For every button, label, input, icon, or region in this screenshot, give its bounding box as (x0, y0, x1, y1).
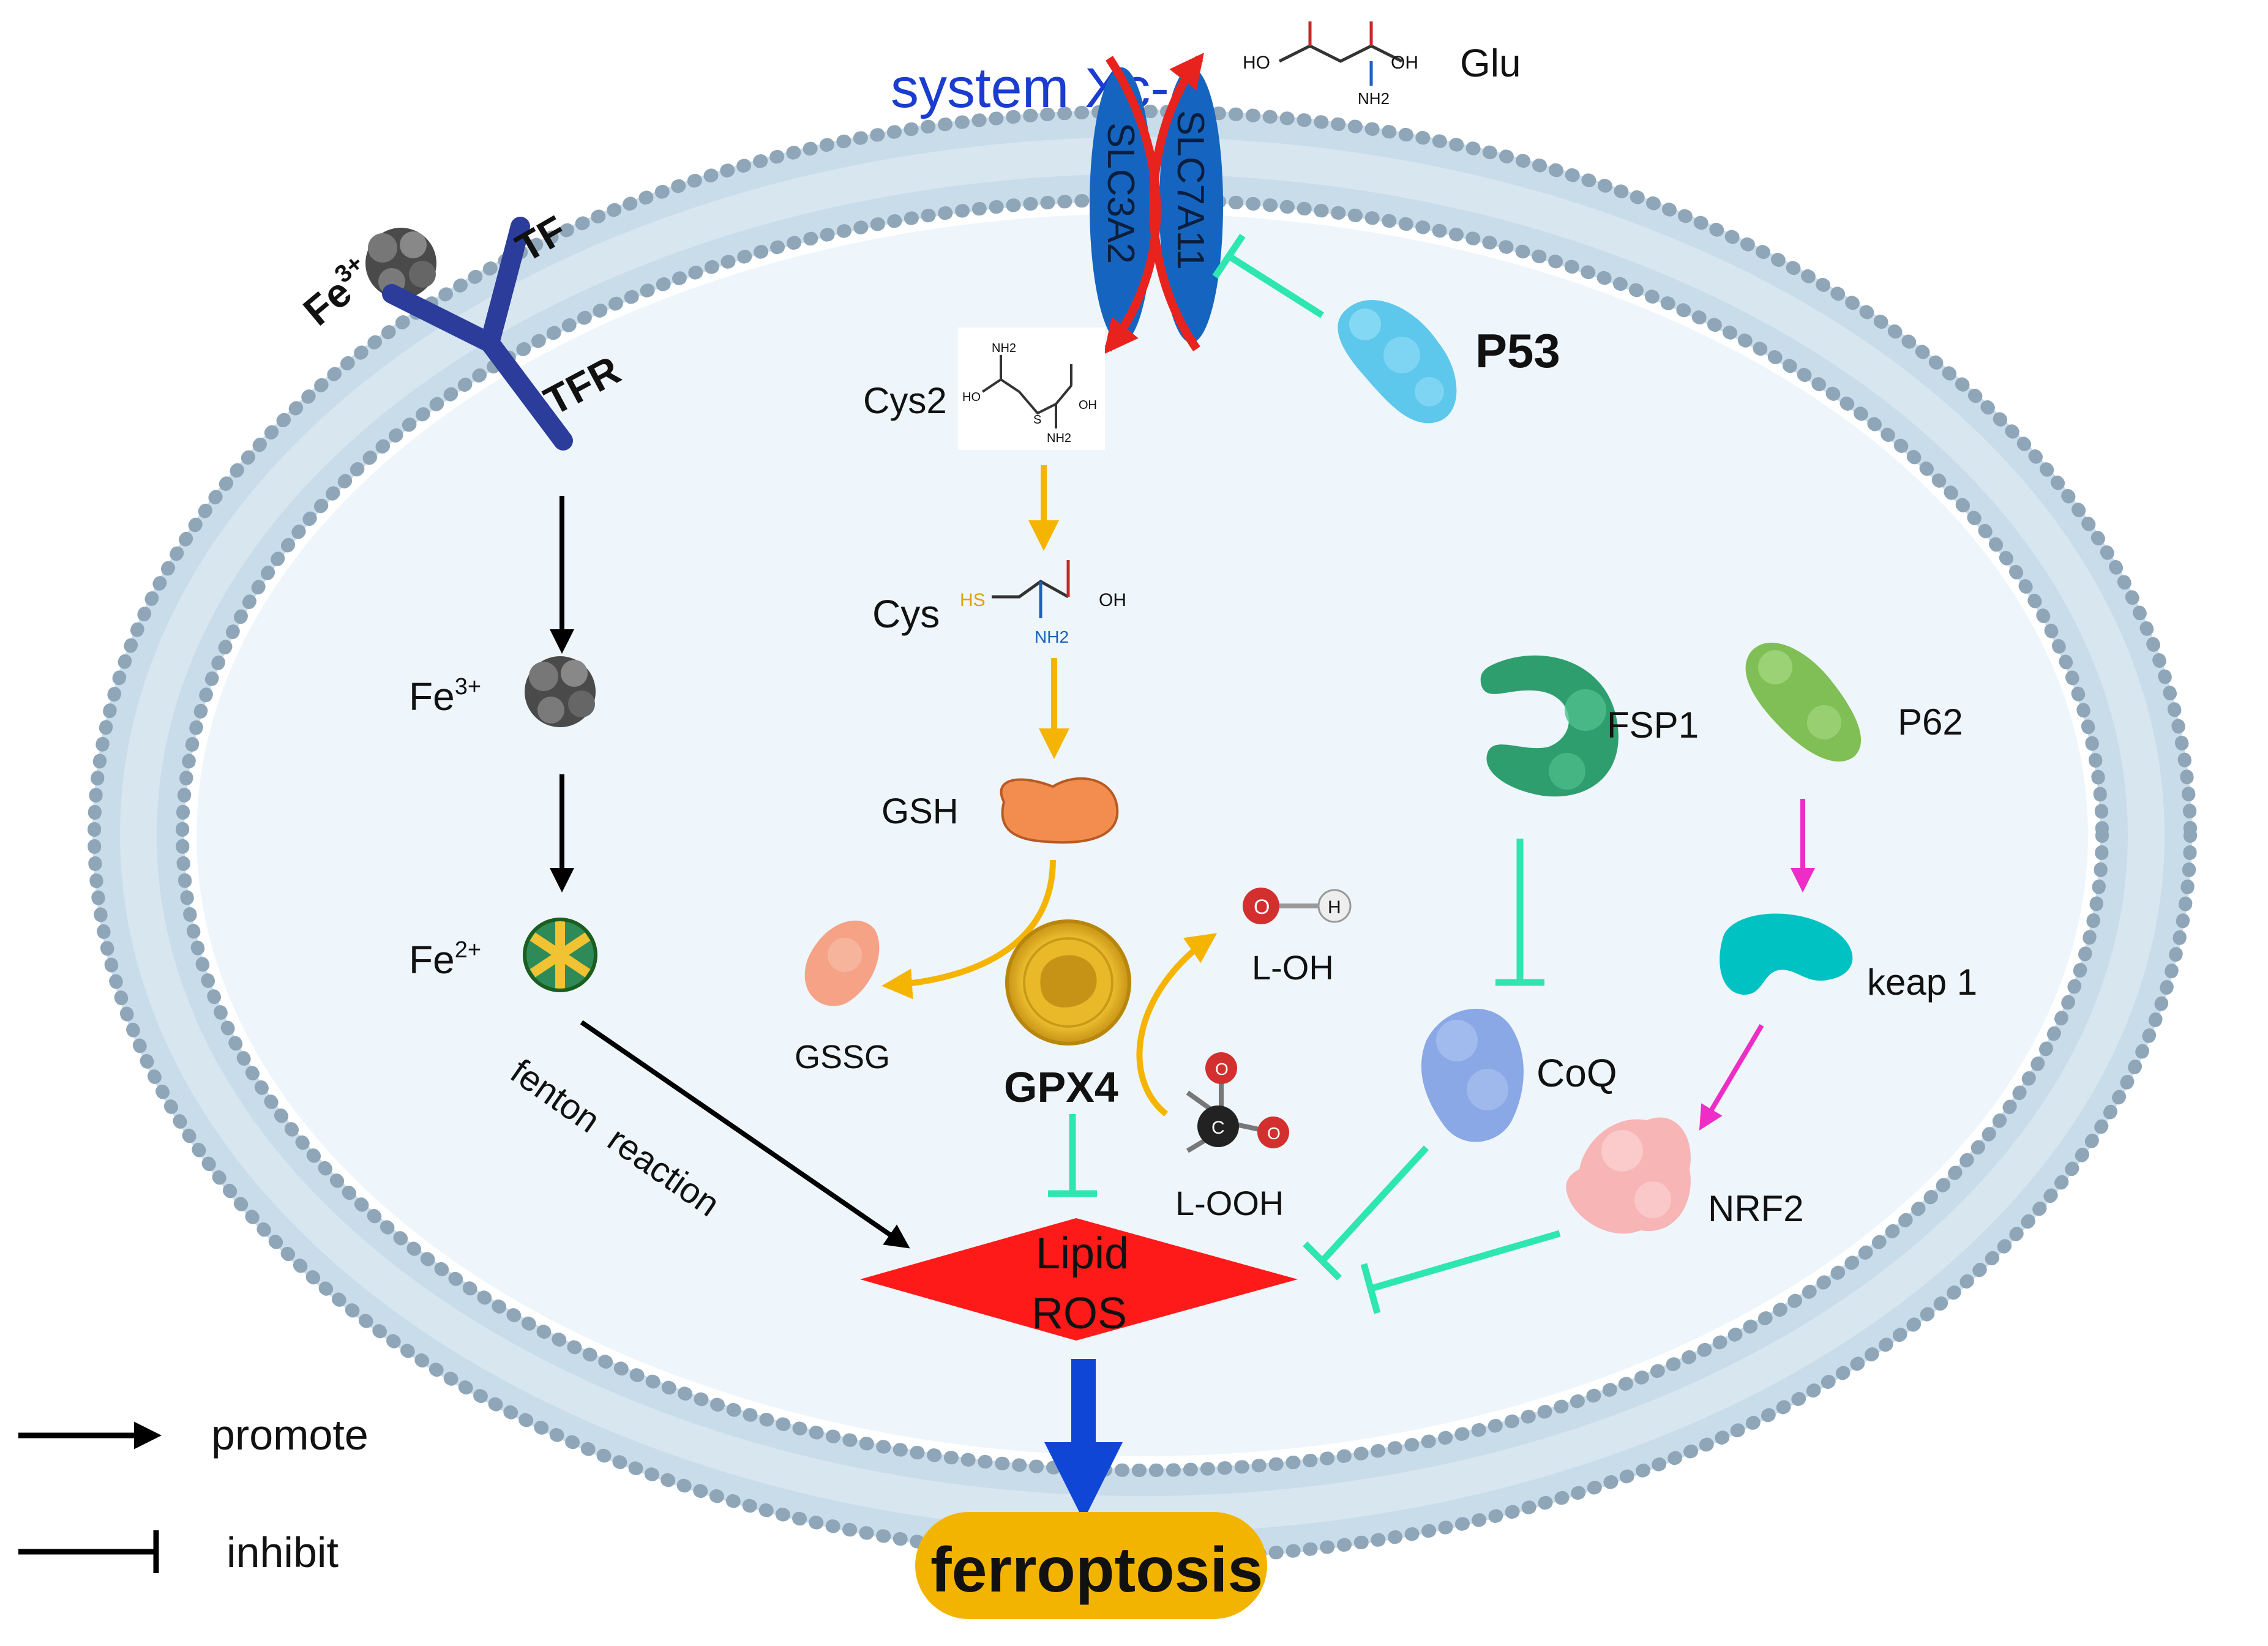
looh-label: L-OOH (1175, 1184, 1284, 1222)
fe2-superscript: 2+ (455, 937, 481, 963)
nrf2-inhibit-line (1370, 1230, 1561, 1292)
cys2-s-atom: S (1033, 413, 1041, 427)
looh-to-loh-arrow (1136, 933, 1218, 1117)
legend: promote inhibit (18, 1411, 369, 1576)
ferritin-cluster-fe2 (523, 918, 597, 992)
loh-o-atom: O (1254, 896, 1270, 919)
looh-c-atom: C (1211, 1118, 1225, 1138)
cell-membrane (88, 105, 2197, 1565)
cys-hs-atom: HS (960, 590, 986, 610)
cys-oh-atom: OH (1099, 590, 1126, 610)
glu-label: Glu (1460, 41, 1521, 85)
gpx4-label: GPX4 (1004, 1063, 1118, 1111)
cys2-structure: NH2 HO S OH NH2 (958, 327, 1105, 450)
fenton-reaction-arrow (580, 1020, 910, 1249)
fe2-label: Fe2+ (409, 937, 481, 982)
cys-structure: HS OH NH2 (960, 560, 1126, 646)
p53-inhibit-bar (1212, 233, 1246, 279)
slc7a11-label: SLC7A11 (1169, 110, 1211, 270)
gsh-protein-icon (1000, 777, 1119, 844)
keap1-protein-icon (1720, 913, 1853, 995)
cys-nh2-atom: NH2 (1035, 627, 1069, 646)
fe3-label: Fe3+ (409, 674, 481, 719)
glutamate-structure: HO OH NH2 (1243, 21, 1418, 108)
looh-top-o-atom: O (1215, 1060, 1229, 1079)
legend-promote-label: promote (211, 1411, 369, 1459)
fe2-base: Fe (409, 938, 455, 982)
cys2-nh2-top-atom: NH2 (992, 342, 1016, 355)
cys2-ho-atom: HO (962, 391, 981, 404)
glu-ho-atom: HO (1243, 53, 1270, 73)
coq-label: CoQ (1536, 1051, 1617, 1095)
lipid-label: Lipid (1036, 1229, 1129, 1278)
keap1-label: keap 1 (1867, 962, 1977, 1003)
loh-h-atom: H (1328, 897, 1341, 918)
glu-oh-atom: OH (1391, 53, 1418, 73)
legend-inhibit-label: inhibit (226, 1528, 339, 1576)
nrf2-label: NRF2 (1708, 1188, 1804, 1229)
gssg-label: GSSG (795, 1039, 890, 1076)
gsh-to-gssg-arrow (881, 859, 1056, 1000)
looh-structure: O C O (1186, 1052, 1289, 1153)
cys-label: Cys (872, 592, 940, 636)
fsp1-protein-icon (1480, 655, 1619, 797)
nrf2-inhibit-bar (1360, 1263, 1381, 1314)
ferroptosis-capsule (915, 1512, 1267, 1619)
p53-inhibit-line (1229, 254, 1324, 318)
p53-label: P53 (1475, 324, 1560, 378)
nrf2-protein-icon (1566, 1117, 1691, 1234)
loh-structure: O H (1243, 888, 1352, 924)
keap1-to-nrf2-arrow (1699, 1023, 1764, 1131)
p62-label: P62 (1898, 701, 1963, 743)
glu-nh2-atom: NH2 (1358, 89, 1390, 108)
coq-inhibit-bar (1303, 1241, 1342, 1281)
glutamate-export-arrow (1149, 53, 1204, 352)
cys2-nh2-bottom-atom: NH2 (1047, 432, 1071, 445)
fsp1-label: FSP1 (1607, 705, 1699, 746)
ros-label: ROS (1031, 1289, 1127, 1338)
fe3-superscript: 3+ (455, 674, 481, 700)
fe3-base: Fe (409, 675, 455, 719)
p62-protein-icon (1745, 642, 1862, 762)
gsh-label: GSH (881, 791, 959, 831)
loh-label: L-OH (1252, 948, 1334, 987)
slc3a2-transporter: SLC3A2 (1090, 67, 1153, 343)
ferritin-cluster-outer (365, 228, 436, 299)
coq-inhibit-line (1319, 1145, 1429, 1263)
cys2-label: Cys2 (863, 380, 947, 421)
slc7a11-transporter: SLC7A11 (1159, 67, 1223, 343)
ferroptosis-label: ferroptosis (930, 1535, 1263, 1606)
lipid-ros-diamond (860, 1218, 1298, 1341)
transferrin-receptor-icon (382, 217, 573, 451)
cys2-oh-atom: OH (1079, 398, 1097, 412)
ferritin-cluster-fe3 (525, 656, 596, 727)
coq-protein-icon (1421, 1008, 1524, 1142)
gssg-protein-icon (804, 920, 880, 1006)
gpx4-enzyme-icon (1005, 919, 1131, 1046)
slc3a2-label: SLC3A2 (1099, 122, 1142, 264)
p53-protein-icon (1338, 300, 1457, 424)
looh-side-o-atom: O (1267, 1124, 1281, 1143)
inner-lipid-layer (176, 193, 2109, 1477)
